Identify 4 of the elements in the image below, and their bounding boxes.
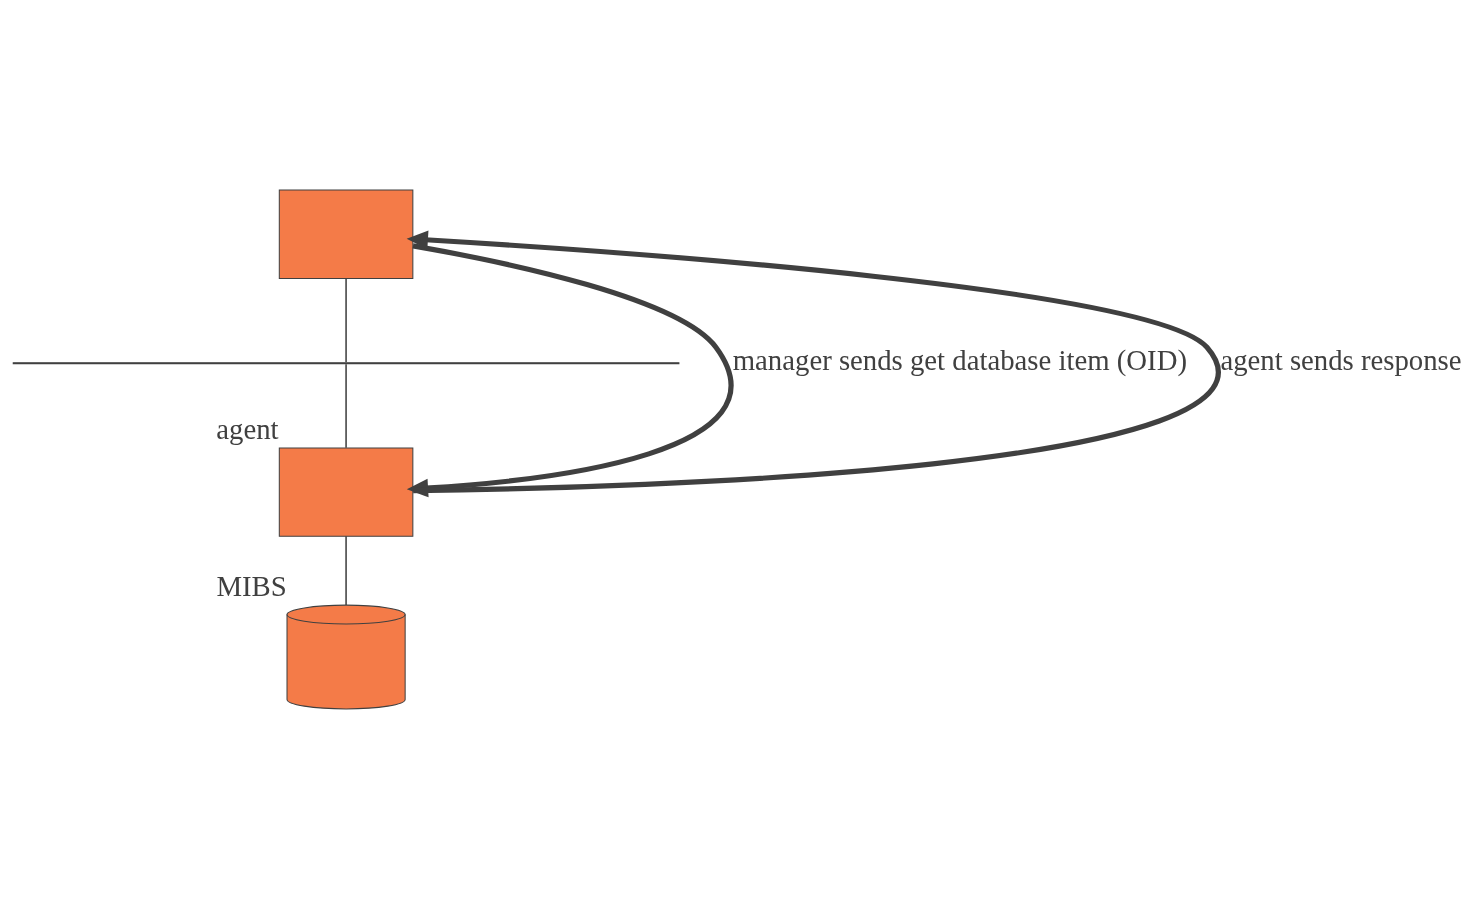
edge-label: manager sends get database item (OID) xyxy=(732,344,1187,377)
node-label: MIBS xyxy=(216,570,287,603)
edge-label: agent sends response xyxy=(1220,344,1462,377)
node-label: agent xyxy=(216,413,279,446)
